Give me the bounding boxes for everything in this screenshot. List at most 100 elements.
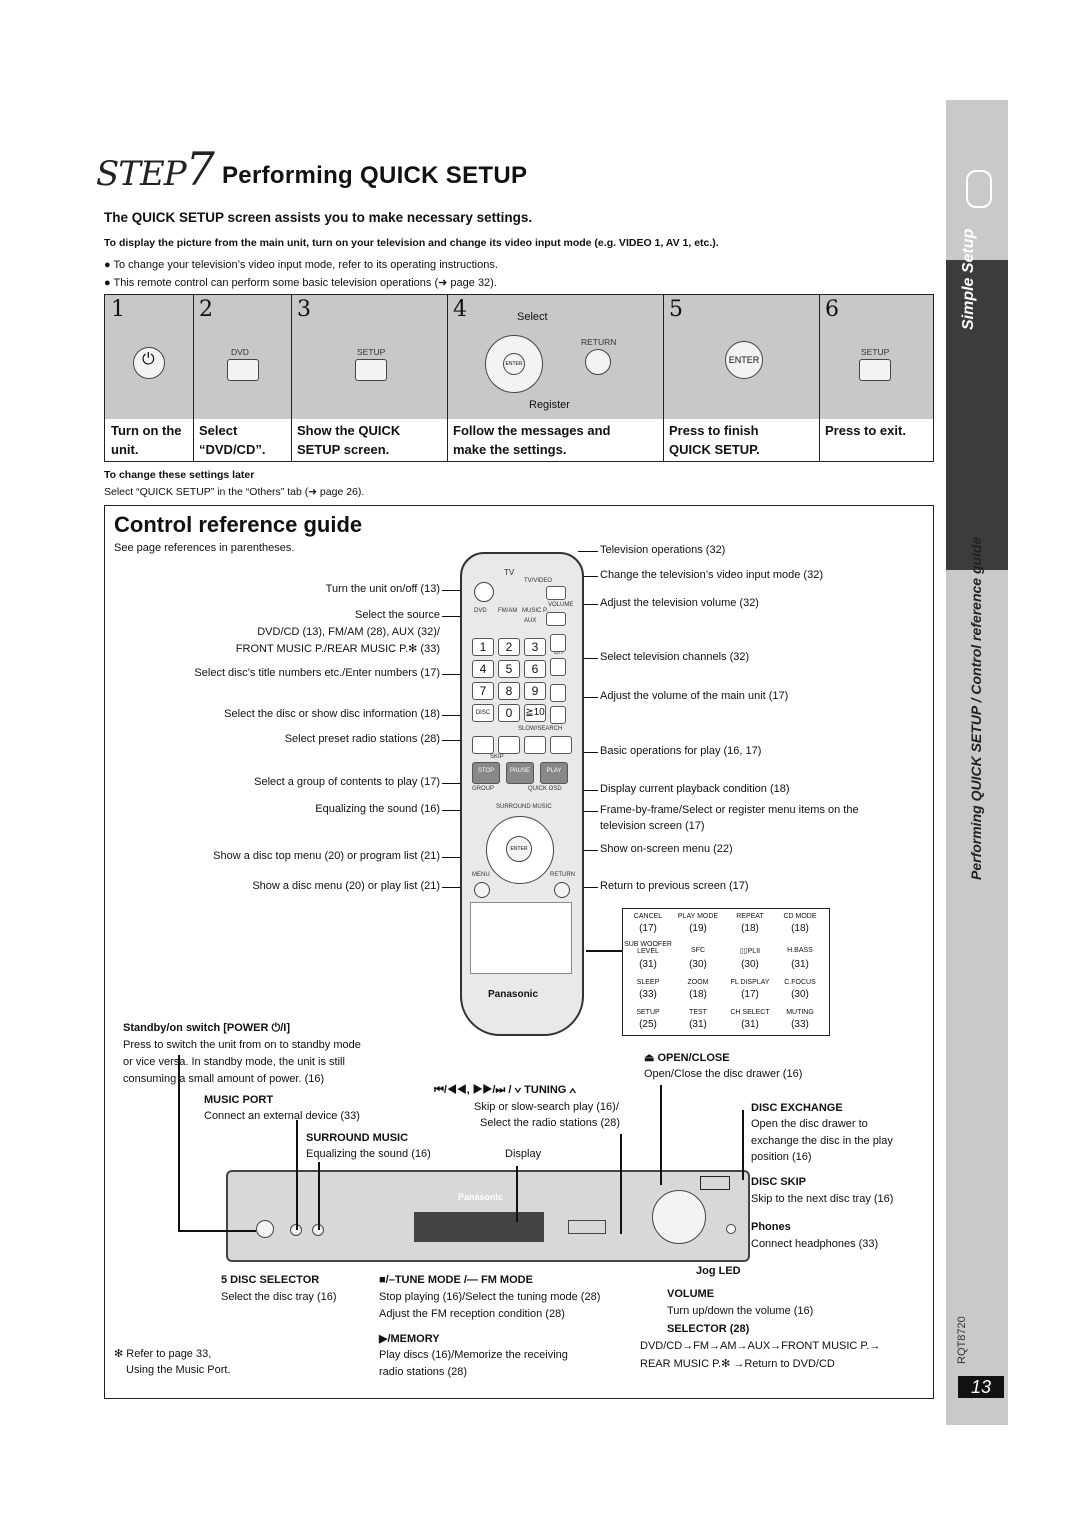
step-caption: Turn on the xyxy=(111,423,182,438)
leader-line xyxy=(660,1085,662,1185)
power-button[interactable] xyxy=(133,347,165,379)
right-label: Show on-screen menu (22) xyxy=(600,843,733,855)
instruction: To display the picture from the main uni… xyxy=(104,237,719,249)
left-label: Select a group of contents to play (17) xyxy=(254,776,440,788)
grid-num: (18) xyxy=(741,923,759,934)
digit-6-button[interactable]: 6 xyxy=(524,660,546,678)
leader-line xyxy=(578,551,598,552)
skip-back-button[interactable] xyxy=(472,736,494,754)
enter-button[interactable]: ENTER xyxy=(506,836,532,862)
grid-label: ▯▯PLII xyxy=(739,948,761,955)
step-caption: unit. xyxy=(111,442,139,457)
digit-4-button[interactable]: 4 xyxy=(472,660,494,678)
enter-button[interactable]: ENTER xyxy=(725,341,763,379)
unit-power-button[interactable] xyxy=(256,1220,274,1238)
music-port-text: Connect an external device (33) xyxy=(204,1110,360,1122)
leader-line xyxy=(442,887,462,888)
button-label: DVD xyxy=(231,347,249,357)
memory-text: Play discs (16)/Memorize the receiving xyxy=(379,1349,568,1361)
display-label: Display xyxy=(505,1148,542,1160)
right-label: Adjust the television volume (32) xyxy=(600,597,759,609)
left-label: Equalizing the sound (16) xyxy=(315,803,440,815)
tuning-heading: ⏮/◀◀, ▶▶/⏭ / ∨ TUNING ∧ xyxy=(434,1084,577,1096)
ch-down-button[interactable] xyxy=(550,658,566,676)
disc-exchange-heading: DISC EXCHANGE xyxy=(751,1102,843,1114)
volume-knob[interactable] xyxy=(652,1190,706,1244)
grid-num: (33) xyxy=(639,989,657,1000)
leader-line xyxy=(442,740,462,741)
enter-label: ENTER xyxy=(505,361,523,367)
digit-8-button[interactable]: 8 xyxy=(498,682,520,700)
digit-7-button[interactable]: 7 xyxy=(472,682,494,700)
digit-5-button[interactable]: 5 xyxy=(498,660,520,678)
play-button[interactable]: PLAY xyxy=(540,762,568,784)
disc-exchange-text: Open the disc drawer to xyxy=(751,1118,868,1130)
grid-num: (17) xyxy=(741,989,759,1000)
power-button[interactable] xyxy=(474,582,494,602)
tvvideo-label: TV/VIDEO xyxy=(524,578,553,584)
ch-up-button[interactable] xyxy=(550,634,566,652)
return-button[interactable] xyxy=(585,349,611,375)
volume-down-button[interactable] xyxy=(550,706,566,724)
slow-forward-button[interactable] xyxy=(550,736,572,754)
step-caption: Select xyxy=(199,423,238,438)
leader-line xyxy=(742,1110,744,1180)
leader-line xyxy=(178,1230,256,1232)
digit-2-button[interactable]: 2 xyxy=(498,638,520,656)
phones-jack[interactable] xyxy=(726,1224,736,1234)
digit-0-button[interactable]: 0 xyxy=(498,704,520,722)
tv-volume-up-button[interactable] xyxy=(546,586,566,600)
grid-num: (19) xyxy=(689,923,707,934)
leader-line xyxy=(578,697,598,698)
grid-num: (30) xyxy=(689,959,707,970)
disc-button[interactable]: DISC xyxy=(472,704,494,722)
power-icon: ⏻ xyxy=(142,351,155,368)
grid-label: H.BASS xyxy=(787,947,813,954)
menu-button[interactable] xyxy=(474,882,490,898)
grid-num: (25) xyxy=(639,1019,657,1030)
leader-line xyxy=(442,590,462,591)
leader-line xyxy=(620,1134,622,1234)
function-key-block[interactable] xyxy=(470,902,572,974)
page-title: Performing QUICK SETUP xyxy=(222,162,528,189)
crg-title: Control reference guide xyxy=(114,512,363,537)
volume-up-button[interactable] xyxy=(550,684,566,702)
setup-button[interactable] xyxy=(355,359,387,381)
unit-brand-logo: Panasonic xyxy=(458,1192,504,1202)
source-label: FM/AM xyxy=(498,608,518,614)
digit-3-button[interactable]: 3 xyxy=(524,638,546,656)
return-button[interactable] xyxy=(554,882,570,898)
leader-line xyxy=(578,752,598,753)
digit-9-button[interactable]: 9 xyxy=(524,682,546,700)
tv-volume-down-button[interactable] xyxy=(546,612,566,626)
leader-line xyxy=(578,790,598,791)
digit-1-button[interactable]: 1 xyxy=(472,638,494,656)
stop-button[interactable]: STOP xyxy=(472,762,500,784)
skip-forward-button[interactable] xyxy=(498,736,520,754)
section-label: Performing QUICK SETUP / Control referen… xyxy=(968,536,984,880)
surround-heading: SURROUND MUSIC xyxy=(306,1132,409,1144)
setup-button[interactable] xyxy=(859,359,891,381)
left-label: DVD/CD (13), FM/AM (28), AUX (32)/ xyxy=(257,626,440,638)
step-6: 6 SETUP Press to exit. xyxy=(819,295,933,461)
right-label: Display current playback condition (18) xyxy=(600,783,790,795)
memory-heading: ▶/MEMORY xyxy=(379,1333,440,1345)
disc-skip-button[interactable] xyxy=(700,1176,730,1190)
skip-label: SKIP xyxy=(490,754,504,760)
grid-label: CANCEL xyxy=(633,913,663,920)
ten-plus-button[interactable]: ≧10 xyxy=(524,704,546,722)
pause-button[interactable]: PAUSE xyxy=(506,762,534,784)
unit-transport-buttons[interactable] xyxy=(568,1220,606,1234)
disc-skip-text: Skip to the next disc tray (16) xyxy=(751,1193,894,1205)
step-caption: Press to finish xyxy=(669,423,759,438)
slow-back-button[interactable] xyxy=(524,736,546,754)
enter-button[interactable]: ENTER xyxy=(503,353,525,375)
tune-mode-heading: ■/–TUNE MODE /— FM MODE xyxy=(379,1274,533,1286)
main-unit: Panasonic xyxy=(226,1170,750,1262)
dvd-button[interactable] xyxy=(227,359,259,381)
bullet-1: ● To change your television’s video inpu… xyxy=(104,259,498,271)
left-label: FRONT MUSIC P./REAR MUSIC P.✻ (33) xyxy=(235,643,440,655)
left-label: Select the source xyxy=(355,609,440,621)
